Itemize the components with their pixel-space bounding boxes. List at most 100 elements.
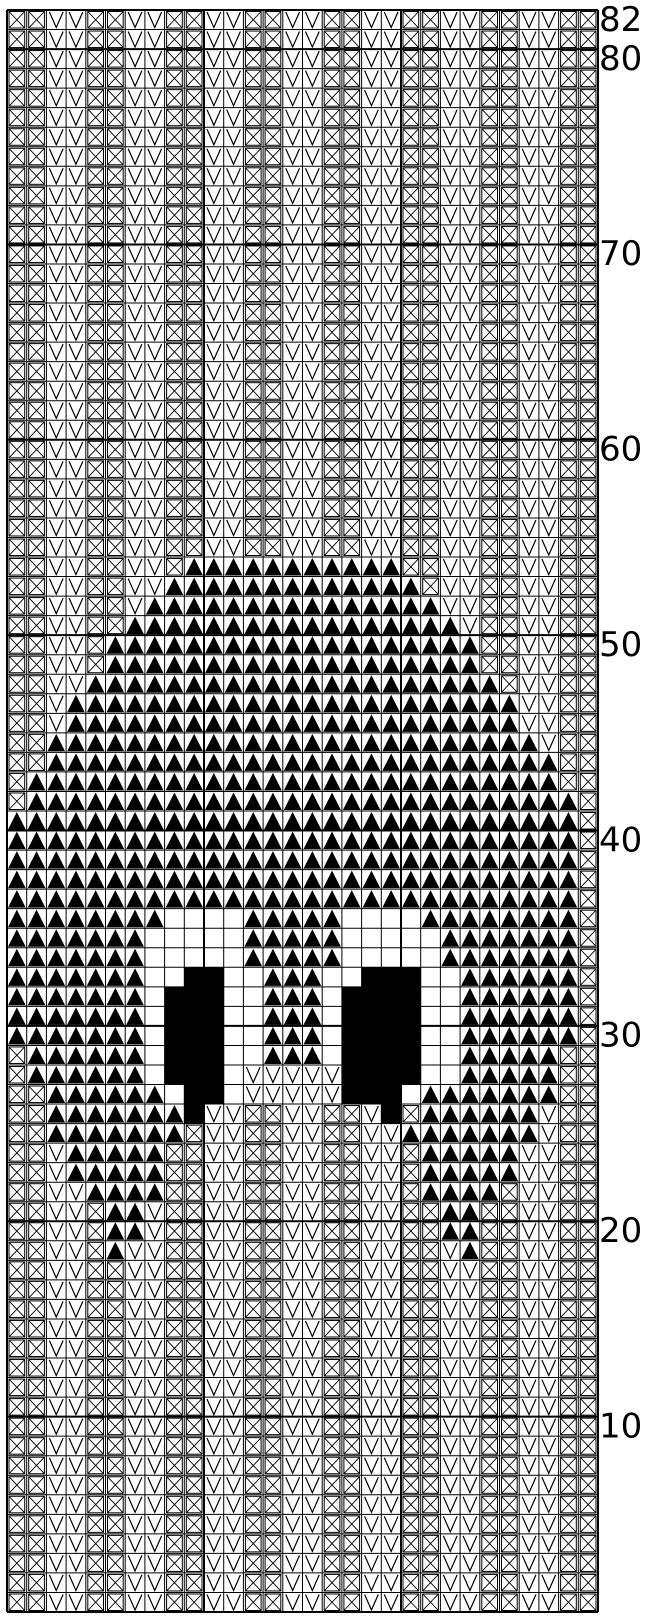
stitch-cell <box>441 1144 459 1162</box>
stitch-cell <box>286 1340 300 1356</box>
stitch-cell <box>561 1203 577 1220</box>
stitch-cell <box>227 286 241 302</box>
stitch-cell <box>108 1457 124 1474</box>
stitch-cell <box>423 226 439 243</box>
stitch-cell <box>580 1477 596 1494</box>
stitch-cell <box>88 422 104 439</box>
stitch-cell <box>284 871 302 889</box>
stitch-cell <box>423 1438 439 1455</box>
stitch-cell <box>443 1438 457 1454</box>
stitch-cell <box>561 773 577 790</box>
stitch-cell <box>69 90 83 106</box>
stitch-cell <box>304 1007 322 1025</box>
stitch-cell <box>47 1007 65 1025</box>
stitch-cell <box>146 617 164 635</box>
stitch-cell <box>265 1301 281 1318</box>
stitch-cell <box>9 422 25 439</box>
stitch-cell <box>9 734 25 751</box>
stitch-cell <box>402 1125 420 1143</box>
stitch-cell <box>69 1262 83 1278</box>
stitch-cell <box>403 148 419 165</box>
stitch-cell <box>384 90 398 106</box>
stitch-cell <box>403 1555 419 1572</box>
stitch-cell <box>324 31 340 48</box>
stitch-cell <box>245 1516 261 1533</box>
stitch-cell <box>560 812 578 830</box>
stitch-cell <box>9 90 25 107</box>
stitch-cell <box>286 12 300 28</box>
stitch-cell <box>441 812 459 830</box>
stitch-cell <box>580 754 596 771</box>
stitch-cell <box>264 636 282 654</box>
stitch-cell <box>167 1418 183 1435</box>
stitch-cell <box>29 1281 45 1298</box>
stitch-cell <box>28 890 46 908</box>
stitch-cell <box>244 714 262 732</box>
stitch-cell <box>128 90 142 106</box>
stitch-cell <box>441 1164 459 1182</box>
stitch-cell <box>49 1419 63 1435</box>
stitch-cell <box>561 637 577 654</box>
stitch-cell <box>323 597 341 615</box>
stitch-cell <box>186 539 202 556</box>
stitch-cell <box>502 1555 518 1572</box>
stitch-cell <box>384 364 398 380</box>
stitch-cell <box>186 461 202 478</box>
stitch-cell <box>284 812 302 830</box>
stitch-cell <box>520 832 538 850</box>
stitch-cell <box>324 402 340 419</box>
stitch-cell <box>344 1574 360 1591</box>
stitch-cell <box>108 1399 124 1416</box>
stitch-cell <box>227 364 241 380</box>
stitch-cell <box>502 363 518 380</box>
stitch-cell <box>166 734 184 752</box>
stitch-cell <box>403 1145 419 1162</box>
stitch-cell <box>207 1282 221 1298</box>
stitch-cell <box>324 1164 340 1181</box>
stitch-cell <box>265 246 281 263</box>
stitch-cell <box>324 12 340 29</box>
stitch-cell <box>47 734 65 752</box>
stitch-cell <box>207 461 221 477</box>
stitch-cell <box>146 714 164 732</box>
stitch-cell <box>365 403 379 419</box>
stitch-cell <box>365 1497 379 1513</box>
stitch-cell <box>306 481 320 497</box>
stitch-cell <box>365 149 379 165</box>
stitch-cell <box>128 344 142 360</box>
stitch-cell <box>286 1145 300 1161</box>
stitch-cell <box>108 422 124 439</box>
stitch-cell <box>365 168 379 184</box>
stitch-cell <box>148 246 162 262</box>
stitch-cell <box>227 1594 241 1610</box>
stitch-cell <box>286 32 300 48</box>
stitch-cell <box>88 559 104 576</box>
stitch-cell <box>461 773 479 791</box>
stitch-cell <box>482 1418 498 1435</box>
stitch-cell <box>384 1204 398 1220</box>
stitch-cell <box>264 968 282 986</box>
stitch-cell <box>403 1340 419 1357</box>
stitch-cell <box>382 890 400 908</box>
stitch-cell <box>245 226 261 243</box>
stitch-cell <box>245 1223 261 1240</box>
stitch-cell <box>148 168 162 184</box>
stitch-cell <box>403 422 419 439</box>
stitch-cell <box>542 129 556 145</box>
stitch-cell <box>69 12 83 28</box>
stitch-cell <box>185 734 203 752</box>
stitch-cell <box>49 266 63 282</box>
stitch-cell <box>49 286 63 302</box>
stitch-cell <box>146 1125 164 1143</box>
stitch-cell <box>205 851 223 869</box>
stitch-cell <box>185 675 203 693</box>
stitch-cell <box>245 402 261 419</box>
stitch-cell <box>245 1399 261 1416</box>
stitch-cell <box>227 1360 241 1376</box>
stitch-cell <box>29 148 45 165</box>
stitch-cell <box>542 325 556 341</box>
stitch-cell <box>49 618 63 634</box>
stitch-cell <box>381 1006 401 1026</box>
stitch-cell <box>482 70 498 87</box>
stitch-cell <box>542 715 556 731</box>
